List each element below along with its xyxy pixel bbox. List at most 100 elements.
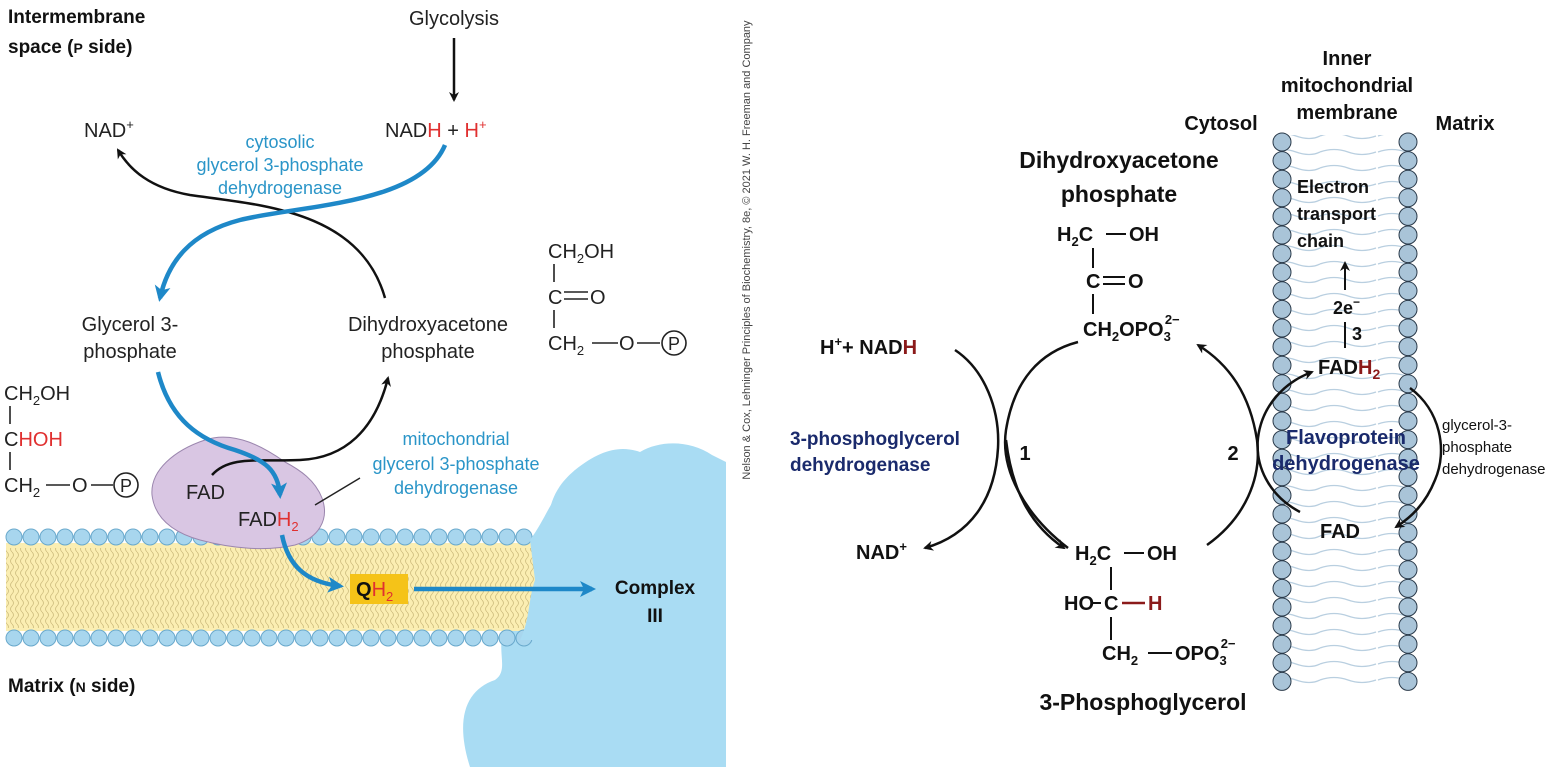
lipid-head-bottom [311,629,329,647]
membrane-head-left [1272,151,1292,171]
lipid-head-bottom [430,629,448,647]
svg-text:O: O [1128,271,1144,293]
intermembrane-label-1: Intermembrane [8,7,145,28]
lipid-head-bottom [345,629,363,647]
blue-arrow-to-fadh2 [155,371,288,499]
membrane-head-left [1272,299,1292,319]
cytosolic-enzyme-label-1: cytosolic [245,132,314,152]
membrane-head-right [1398,392,1418,412]
dhap-structure: CH2OH C O CH2 O P [548,241,687,358]
membrane-head-left [1272,616,1292,636]
inner-membrane-label-1: Inner [1323,48,1372,70]
r-dhap-structure: H2C OH C O CH2OPO32− [1057,224,1180,344]
membrane-head-left [1272,169,1292,189]
mito-enzyme-label-3: dehydrogenase [394,478,518,498]
membrane-head-left [1272,411,1292,431]
side-enzyme-label-2: phosphate [1442,439,1512,456]
two-electrons-label: 2e− [1333,295,1360,318]
membrane-head-left [1272,262,1292,282]
dhap-label-2: phosphate [381,341,474,363]
lipid-head-top [430,528,448,546]
lipid-head-bottom [209,629,227,647]
mito-enzyme-label-1: mitochondrial [402,429,509,449]
etc-label-1: Electron [1297,177,1369,197]
lipid-head-top [498,528,516,546]
membrane-head-right [1398,318,1418,338]
lipid-head-bottom [328,629,346,647]
lipid-head-top [345,528,363,546]
dhap-label-1: Dihydroxyacetone [348,314,508,336]
cycle-arc-left-top [1003,340,1079,549]
cytosolic-enzyme-label-3: dehydrogenase [218,178,342,198]
black-arc-upper [116,148,387,299]
svg-text:C: C [1086,271,1100,293]
svg-text:CH2OPO32−: CH2OPO32− [1083,312,1180,344]
lipid-head-top [464,528,482,546]
membrane-head-right [1398,169,1418,189]
glycerol3p-label-2: phosphate [83,341,176,363]
lipid-head-top [73,528,91,546]
membrane-head-right [1398,541,1418,561]
mito-enzyme-label-2: glycerol 3-phosphate [372,454,539,474]
r-fad-label: FAD [1320,521,1360,543]
svg-text:HO: HO [1064,593,1094,615]
left-panel: Intermembrane space (P side) Glycolysis … [4,7,726,767]
membrane-head-left [1272,448,1292,468]
membrane-head-left [1272,337,1292,357]
membrane-head-right [1398,374,1418,394]
svg-text:CH2: CH2 [548,333,584,358]
svg-text:CH2: CH2 [1102,643,1138,668]
etc-label-3: chain [1297,231,1344,251]
lipid-head-bottom [141,629,159,647]
matrix-n-side-label: Matrix (N side) [8,676,135,697]
membrane-head-left [1272,671,1292,691]
glycerol3p-label-1: Glycerol 3- [82,314,179,336]
membrane-head-right [1398,132,1418,152]
matrix-label: Matrix [1436,113,1495,135]
svg-text:OPO32−: OPO32− [1175,636,1236,668]
lipid-head-bottom [5,629,23,647]
svg-text:CH2OH: CH2OH [4,383,70,408]
lipid-head-bottom [294,629,312,647]
qh2-box [350,574,408,604]
membrane-head-right [1398,467,1418,487]
membrane-head-left [1272,225,1292,245]
lipid-head-bottom [260,629,278,647]
lipid-head-top [90,528,108,546]
enzyme1-label-2: dehydrogenase [790,455,930,476]
cytosolic-enzyme-label-2: glycerol 3-phosphate [196,155,363,175]
lipid-head-top [515,528,533,546]
svg-text:C: C [548,287,562,309]
membrane-head-right [1398,634,1418,654]
g3p-structure: CH2OH CHOH CH2 O P [4,383,139,500]
flavoprotein-label-1: Flavoprotein [1286,427,1406,449]
svg-text:P: P [668,334,680,354]
svg-text:O: O [72,475,88,497]
mito-enzyme-leader [314,477,361,506]
membrane-head-right [1398,262,1418,282]
svg-text:OH: OH [1147,543,1177,565]
membrane-head-right [1398,523,1418,543]
nadh-side-arc [923,348,1000,551]
lipid-head-top [124,528,142,546]
nadh-label: NADH + H+ [385,117,487,142]
membrane-head-right [1398,281,1418,301]
lipid-head-bottom [22,629,40,647]
membrane-head-left [1272,355,1292,375]
lipid-head-top [379,528,397,546]
step-3-number: 3 [1352,324,1362,344]
lipid-head-top [39,528,57,546]
membrane-head-left [1272,653,1292,673]
membrane-head-left [1272,578,1292,598]
fad-label: FAD [186,482,225,504]
lipid-head-bottom [243,629,261,647]
side-enzyme-label-3: dehydrogenase [1442,461,1545,478]
svg-text:O: O [619,333,635,355]
lipid-head-top [22,528,40,546]
membrane-head-left [1272,541,1292,561]
membrane-head-right [1398,653,1418,673]
lipid-head-bottom [175,629,193,647]
complex-iii-label-1: Complex [615,578,696,599]
enzyme1-label-1: 3-phosphoglycerol [790,429,960,450]
